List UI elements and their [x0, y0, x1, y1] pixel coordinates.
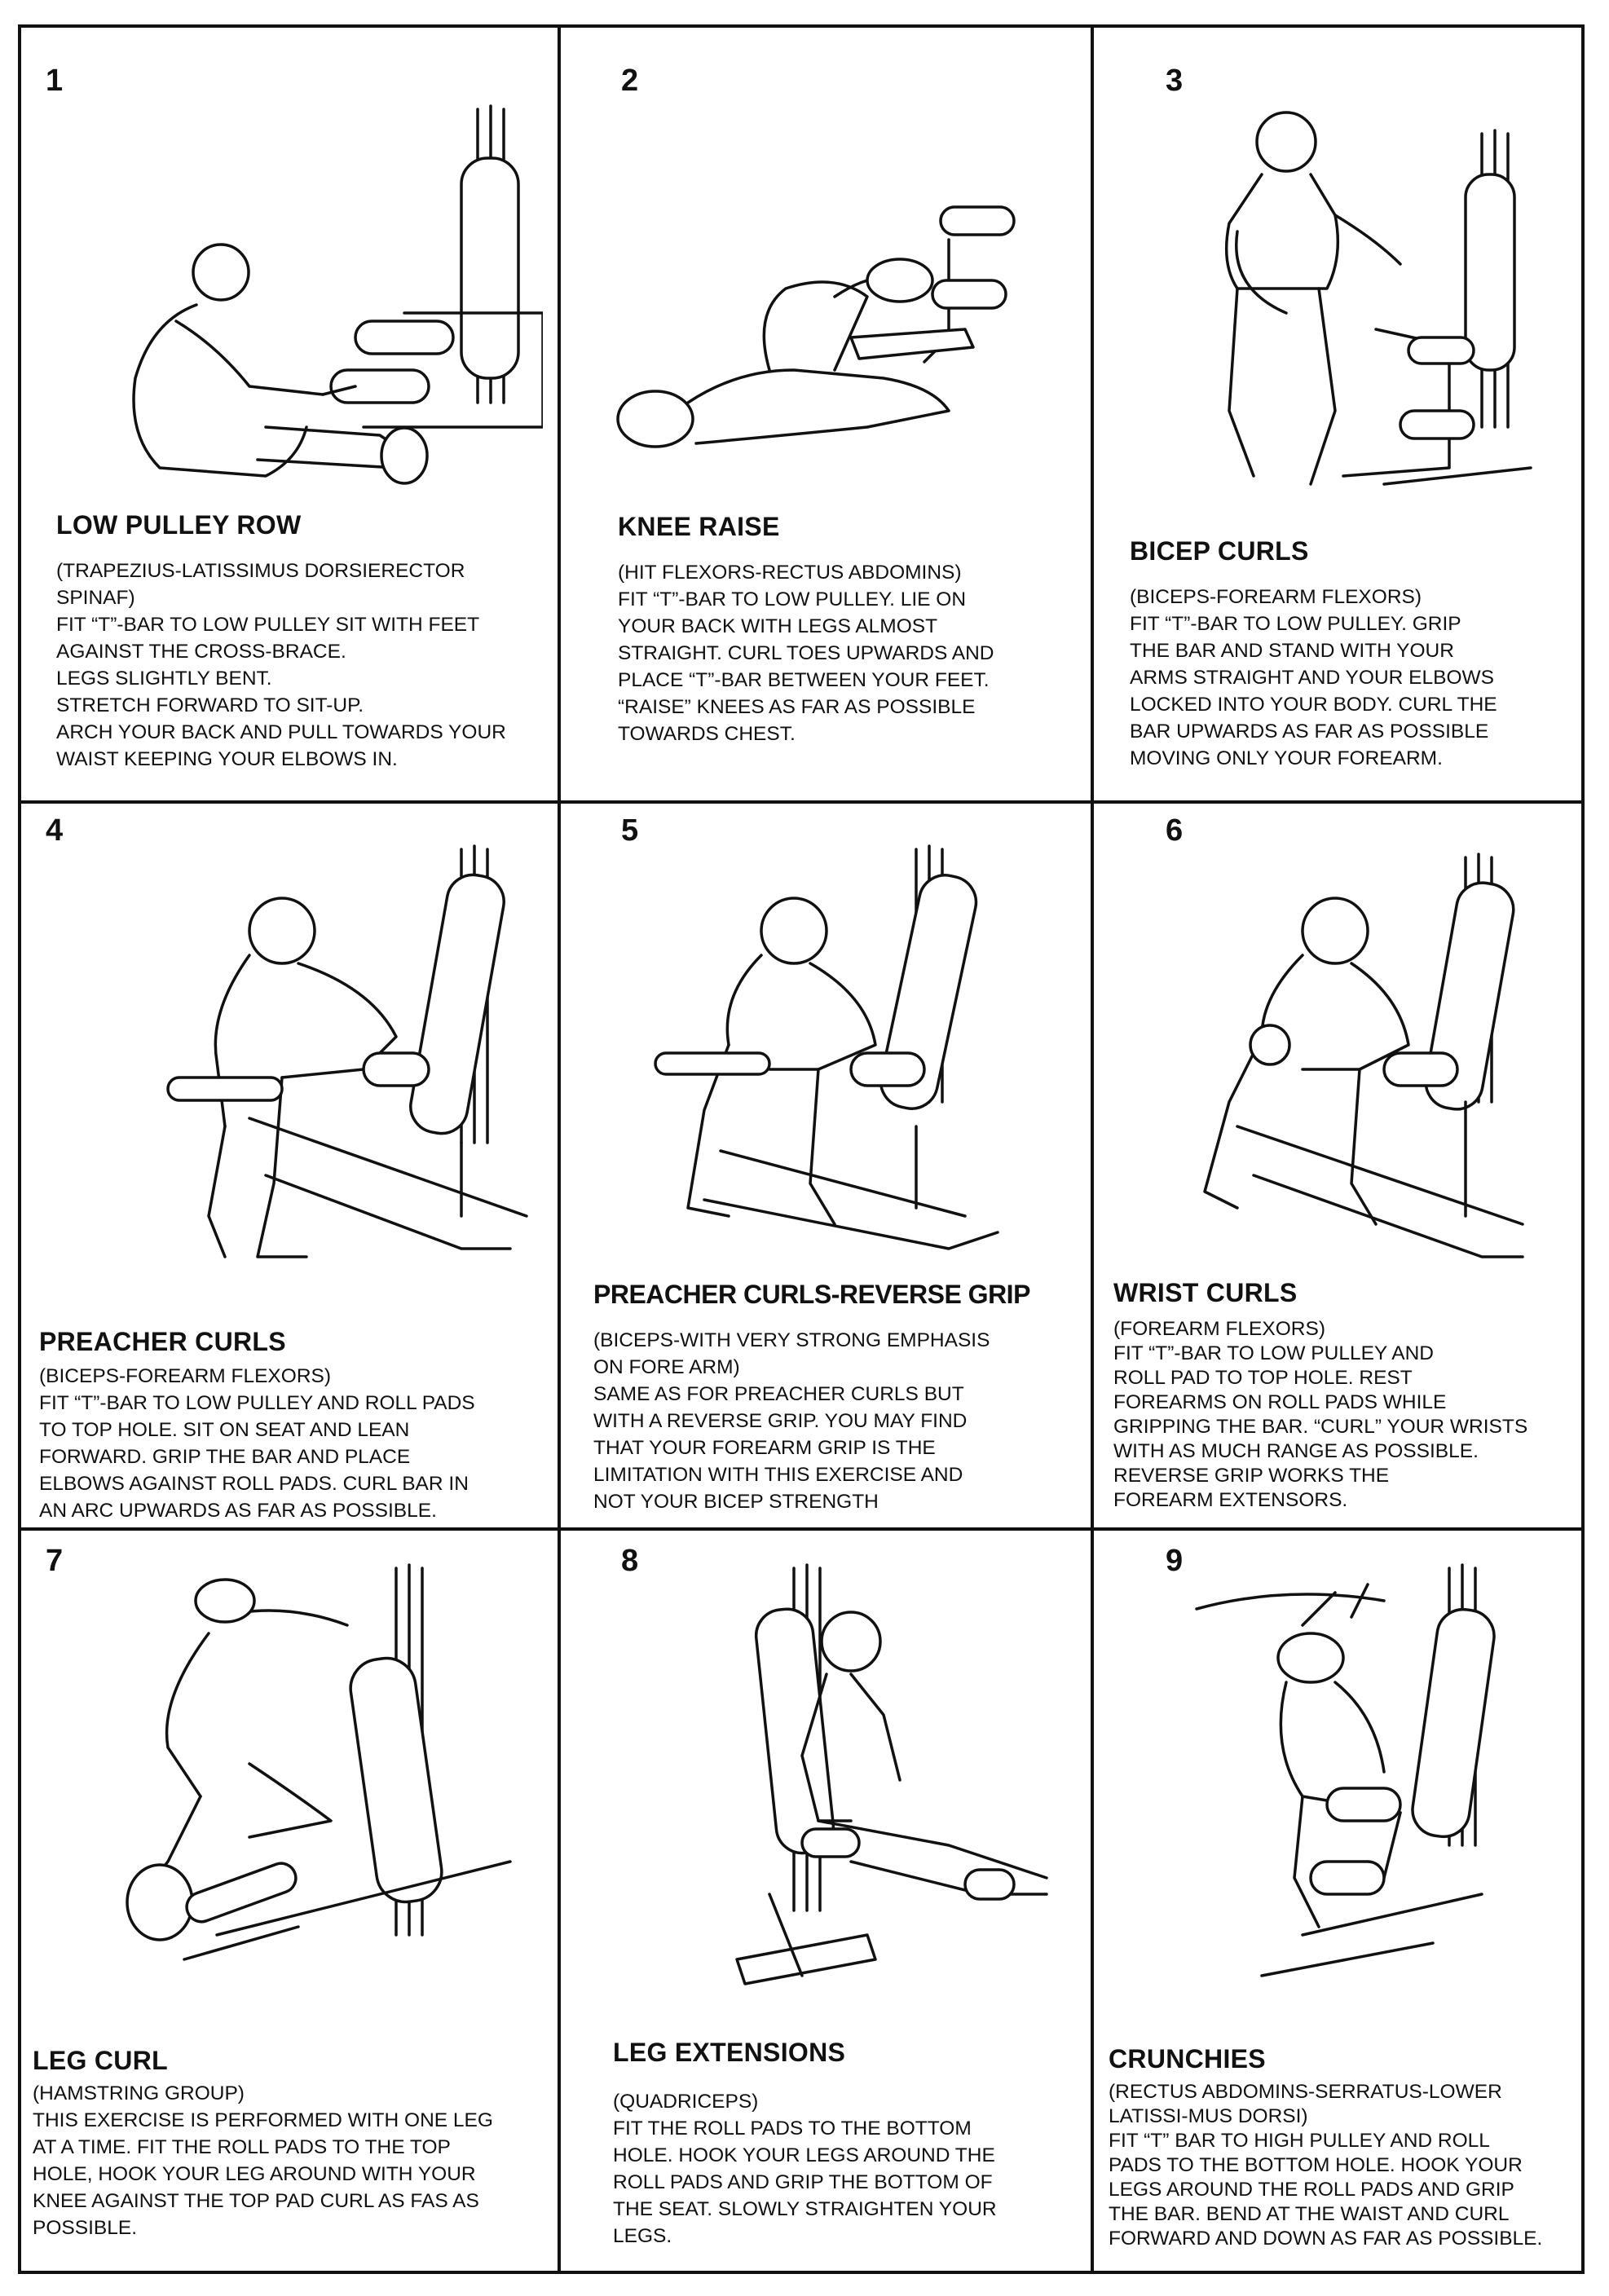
exercise-description: (BICEPS-WITH VERY STRONG EMPHASIS ON FOR…	[593, 1329, 990, 1513]
exercise-title: LOW PULLEY ROW	[56, 510, 302, 540]
exercise-title: BICEP CURLS	[1130, 536, 1309, 566]
exercise-title: PREACHER CURLS	[39, 1327, 286, 1356]
exercise-title: KNEE RAISE	[618, 512, 780, 541]
exercise-card-knee-raise: 2 KNEE RAISE (HIT FLEXORS-RECTUS ABDOMIN…	[558, 28, 1087, 797]
leg-curl-illustration	[126, 1563, 512, 1961]
exercise-description: (QUADRICEPS) FIT THE ROLL PADS TO THE BO…	[613, 2091, 997, 2247]
exercise-description: (BICEPS-FOREARM FLEXORS) FIT “T”-BAR TO …	[39, 1365, 475, 1522]
exercise-card-preacher-curls-reverse-grip: 5 PREACHER CURLS-REVERSE GRIP (BICEPS-WI…	[558, 800, 1087, 1527]
exercise-title: LEG EXTENSIONS	[613, 2038, 846, 2067]
exercise-sheet	[18, 24, 1585, 2274]
exercise-card-leg-extensions: 8 LEG EXTENSIONS (QUADRICEPS) FIT THE RO…	[558, 1527, 1087, 2274]
wrist-curls-illustration	[1203, 853, 1524, 1258]
exercise-title: PREACHER CURLS-REVERSE GRIP	[593, 1280, 1030, 1309]
exercise-card-bicep-curls: 3 BICEP CURLS (BICEPS-FOREARM FLEXORS) F…	[1091, 28, 1585, 797]
exercise-number: 6	[1166, 813, 1184, 848]
exercise-number: 8	[621, 1544, 639, 1578]
exercise-number: 5	[621, 813, 639, 848]
row-divider-1	[21, 800, 1581, 804]
exercise-number: 3	[1166, 64, 1184, 98]
exercise-card-wrist-curls: 6 WRIST CURLS (FOREARM FLEXORS) FIT “T”-…	[1091, 800, 1585, 1527]
preacher-curls-illustration	[166, 844, 528, 1258]
exercise-number: 9	[1166, 1544, 1184, 1578]
exercise-description: (FOREARM FLEXORS) FIT “T”-BAR TO LOW PUL…	[1113, 1318, 1528, 1511]
exercise-card-preacher-curls: 4 PREACHER CURLS (BICEPS-FOREARM FLEXORS…	[21, 800, 554, 1527]
exercise-description: (RECTUS ABDOMINS-SERRATUS-LOWER LATISSI-…	[1109, 2081, 1543, 2250]
exercise-number: 4	[46, 813, 64, 848]
exercise-number: 1	[46, 64, 64, 98]
exercise-title: CRUNCHIES	[1109, 2044, 1266, 2073]
knee-raise-illustration	[616, 205, 1016, 448]
exercise-number: 7	[46, 1544, 64, 1578]
exercise-number: 2	[621, 64, 639, 98]
exercise-title: LEG CURL	[33, 2046, 168, 2075]
bicep-curls-illustration	[1224, 111, 1532, 486]
low-pulley-row-illustration	[132, 104, 543, 485]
leg-extensions-illustration	[735, 1563, 1048, 1985]
crunchies-illustration	[1195, 1563, 1496, 1977]
exercise-description: (BICEPS-FOREARM FLEXORS) FIT “T”-BAR TO …	[1130, 586, 1497, 769]
preacher-curls-reverse-grip-illustration	[654, 844, 999, 1250]
exercise-description: (TRAPEZIUS-LATISSIMUS DORSIERECTOR SPINA…	[56, 560, 506, 770]
exercise-description: (HIT FLEXORS-RECTUS ABDOMINS) FIT “T”-BA…	[618, 562, 994, 745]
exercise-card-low-pulley-row: 1 LOW PULLEY ROW (TRAPEZIUS-LATISSIMUS D…	[21, 28, 554, 797]
exercise-card-crunchies: 9 CRUNCHIES (RECTUS ABDOMINS-SERRATUS-LO…	[1091, 1527, 1585, 2274]
exercise-description: (HAMSTRING GROUP) THIS EXERCISE IS PERFO…	[33, 2082, 493, 2239]
exercise-card-leg-curl: 7 LEG CURL (HAMSTRING GROUP) THIS EXERCI…	[21, 1527, 554, 2274]
row-divider-2	[21, 1527, 1581, 1531]
column-divider-2	[1091, 28, 1094, 2271]
exercise-title: WRIST CURLS	[1113, 1278, 1298, 1307]
column-divider-1	[558, 28, 561, 2271]
